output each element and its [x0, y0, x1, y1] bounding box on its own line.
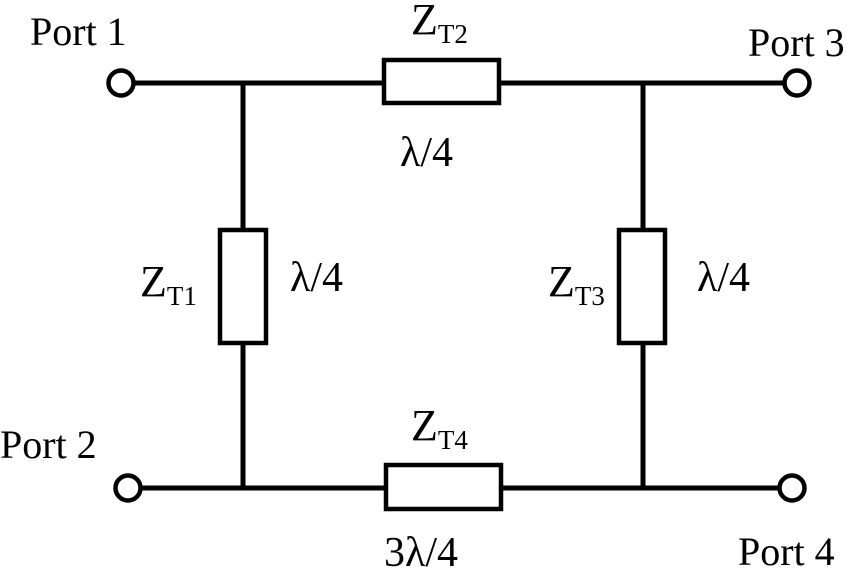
zt2-label: ZT2 [411, 0, 468, 49]
impedance-zt1-box [217, 227, 269, 346]
zt3-label: ZT3 [548, 257, 605, 311]
zt1-symbol: Z [140, 257, 167, 306]
zt4-label: ZT4 [411, 401, 468, 455]
port-4-terminal [777, 473, 807, 503]
port-1-terminal [106, 68, 136, 98]
zt2-symbol: Z [411, 0, 438, 44]
zt3-length: λ/4 [697, 255, 750, 301]
zt3-subscript: T3 [575, 281, 605, 311]
impedance-zt2-box [381, 57, 502, 106]
zt4-length: 3λ/4 [384, 530, 458, 576]
port-2-terminal [113, 473, 143, 503]
port-3-label: Port 3 [748, 20, 845, 65]
zt4-subscript: T4 [438, 425, 468, 455]
port-3-terminal [782, 68, 812, 98]
zt2-length: λ/4 [400, 130, 453, 176]
zt1-label: ZT1 [140, 257, 197, 311]
port-4-label: Port 4 [738, 529, 835, 574]
zt3-symbol: Z [548, 257, 575, 306]
wires [131, 80, 786, 491]
impedance-zt4-box [383, 462, 504, 512]
impedance-zt3-box [616, 227, 668, 346]
zt1-length: λ/4 [290, 255, 343, 301]
port-2-label: Port 2 [0, 422, 97, 467]
port-1-label: Port 1 [30, 9, 127, 54]
zt2-subscript: T2 [438, 19, 468, 49]
zt1-subscript: T1 [167, 281, 197, 311]
zt4-symbol: Z [411, 401, 438, 450]
